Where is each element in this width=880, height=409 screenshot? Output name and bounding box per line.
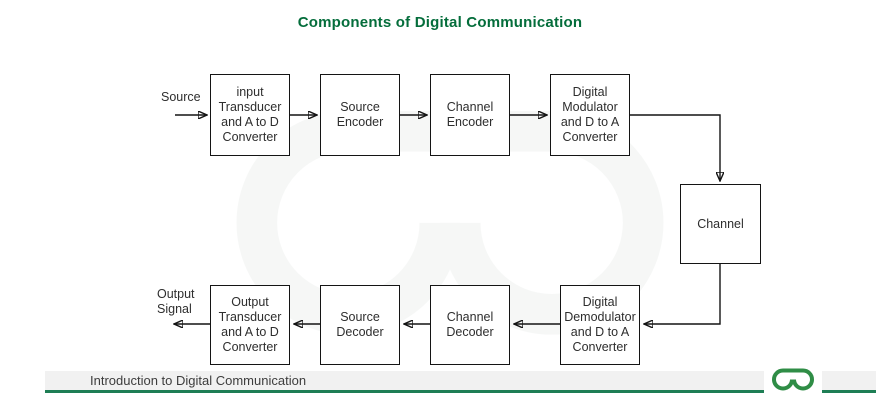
- box-output-transducer: Output Transducer and A to D Converter: [210, 285, 290, 365]
- geeksforgeeks-logo-icon: [772, 368, 814, 391]
- box-input-transducer: input Transducer and A to D Converter: [210, 74, 290, 156]
- page-title: Components of Digital Communication: [297, 14, 583, 31]
- source-label: Source: [161, 90, 201, 104]
- box-source-encoder: Source Encoder: [320, 74, 400, 156]
- output-signal-label: Output Signal: [157, 287, 195, 316]
- box-channel-decoder: Channel Decoder: [430, 285, 510, 365]
- footer-band: [45, 371, 876, 390]
- box-channel-encoder: Channel Encoder: [430, 74, 510, 156]
- box-digital-modulator: Digital Modulator and D to A Converter: [550, 74, 630, 156]
- footer-caption: Introduction to Digital Communication: [90, 373, 307, 388]
- box-channel: Channel: [680, 184, 761, 264]
- footer-rule: [45, 390, 876, 393]
- box-source-decoder: Source Decoder: [320, 285, 400, 365]
- box-digital-demodulator: Digital Demodulator and D to A Converter: [560, 285, 640, 365]
